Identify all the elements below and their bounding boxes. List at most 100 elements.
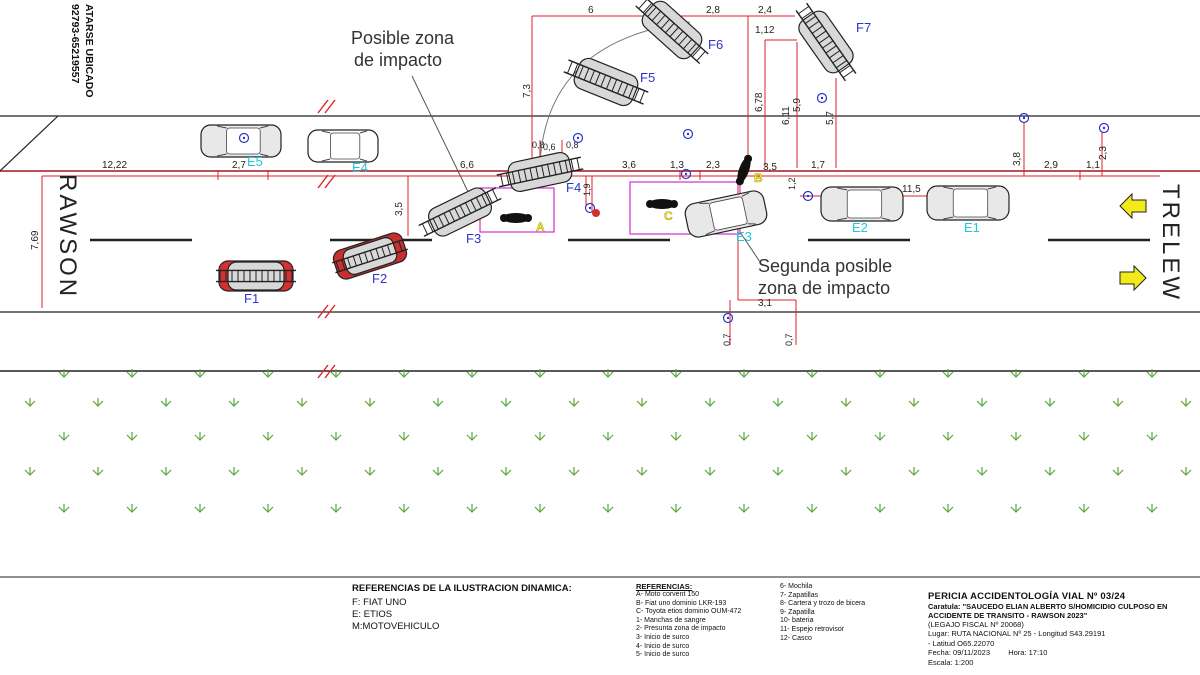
report-latitud: - Latitud O65.22070	[928, 638, 995, 648]
grass-mark	[534, 432, 546, 441]
vehicle-e1	[926, 185, 1010, 221]
impact-zone-2-line2: zona de impacto	[758, 278, 890, 298]
dim-label: 6,78	[754, 92, 765, 112]
grass-mark	[568, 467, 580, 476]
dim-label: 0,6	[543, 142, 556, 152]
grass-mark	[24, 467, 36, 476]
grass-mark	[874, 504, 886, 513]
coord-line-2: 92793-65219557	[69, 4, 81, 84]
position-labels: F1 F2 F3 F4 F5 F6 F7 E1 E2 E3 E4 E5	[244, 20, 980, 306]
arrow-right-icon	[1119, 264, 1147, 292]
title-block: PERICIA ACCIDENTOLOGÍA VIAL Nº 03/24 Car…	[928, 591, 1200, 667]
dimension-labels: 6 2,8 2,4 1,12 7,3 6,78 6,11 5,9 5,7 12,…	[30, 5, 1109, 346]
label-e4: E4	[352, 160, 368, 175]
grass-mark	[500, 467, 512, 476]
grass-mark	[772, 467, 784, 476]
grass-mark	[534, 369, 546, 378]
vehicle-e4	[307, 129, 379, 163]
vehicle-moto-c	[646, 199, 678, 209]
label-f7: F7	[856, 20, 871, 35]
grass-mark	[670, 369, 682, 378]
dim-label: 5,9	[792, 98, 803, 112]
grass-mark	[874, 369, 886, 378]
dim-label: 3,5	[394, 202, 405, 216]
dim-label: 5,7	[825, 111, 836, 125]
reference-item: 1- Manchas de sangre	[636, 616, 706, 624]
grass-mark	[262, 504, 274, 513]
grass-mark	[840, 398, 852, 407]
label-f5: F5	[640, 70, 655, 85]
label-f6: F6	[708, 37, 723, 52]
dim-label: 3,1	[758, 298, 772, 309]
dim-label: 1,3	[670, 160, 684, 171]
grass-mark	[126, 432, 138, 441]
dim-label: 1,12	[755, 25, 775, 36]
report-lugar: Lugar: RUTA NACIONAL Nº 25 - Longitud S4…	[928, 629, 1106, 639]
grass-mark	[330, 369, 342, 378]
grass-mark	[296, 398, 308, 407]
evidence-marker	[238, 132, 250, 144]
grass-mark	[466, 432, 478, 441]
evidence-marker	[584, 202, 596, 214]
grass-mark	[1044, 467, 1056, 476]
references-list-2: 6- Mochila 7- Zapatillas 8- Cartera y tr…	[780, 583, 900, 643]
grass-mark	[1180, 467, 1192, 476]
grass-mark	[364, 467, 376, 476]
evidence-marker	[682, 128, 694, 140]
grass-mark	[160, 467, 172, 476]
vehicle-moto-b	[735, 154, 753, 186]
reference-item: 2- Presunta zona de impacto	[636, 625, 726, 633]
grass-mark	[738, 369, 750, 378]
evidence-marker	[816, 92, 828, 104]
reference-item: 7- Zapatillas	[780, 591, 819, 599]
vehicle-e3	[684, 190, 768, 238]
grass-mark	[1010, 504, 1022, 513]
dim-label: 1,9	[582, 183, 592, 196]
grass-mark	[228, 398, 240, 407]
grass-mark	[58, 504, 70, 513]
grass-mark	[670, 504, 682, 513]
grass-mark	[1112, 398, 1124, 407]
evidence-markers	[238, 92, 1110, 324]
grass-mark	[364, 398, 376, 407]
grass-mark	[1010, 432, 1022, 441]
grass-mark	[1010, 369, 1022, 378]
label-e1: E1	[964, 220, 980, 235]
dim-label: 3,5	[763, 162, 777, 173]
marker-a: A	[536, 220, 545, 234]
grass-mark	[636, 467, 648, 476]
grass-mark	[330, 432, 342, 441]
grass-mark	[840, 467, 852, 476]
reference-item: C- Toyota etios dominio OUM-472	[636, 608, 742, 616]
report-fecha: Fecha: 09/11/2023	[928, 648, 990, 658]
grass-mark	[398, 504, 410, 513]
label-e3: E3	[736, 229, 752, 244]
reference-item: 5- Inicio de surco	[636, 651, 690, 659]
evidence-marker	[572, 132, 584, 144]
report-caratula: Caratula: "SAUCEDO ELIAN ALBERTO S/HOMIC…	[928, 602, 1168, 620]
grass-mark	[942, 432, 954, 441]
grass-mark	[602, 504, 614, 513]
vehicles	[200, 0, 1010, 292]
references-title: REFERENCIAS:	[636, 582, 693, 591]
grass-mark	[976, 398, 988, 407]
grass-mark	[500, 398, 512, 407]
grass-mark	[602, 369, 614, 378]
grass-mark	[942, 504, 954, 513]
vehicle-moto-a	[500, 213, 532, 223]
references-list: REFERENCIAS: A- Moto corvent 150 B- Fiat…	[636, 582, 781, 660]
dim-label: 0,8	[566, 140, 579, 150]
reference-item: 6- Mochila	[780, 583, 813, 590]
dim-label: 11,5	[902, 184, 921, 195]
grass-pattern	[24, 369, 1192, 513]
grass-mark	[908, 467, 920, 476]
label-e2: E2	[852, 220, 868, 235]
dim-label: 2,7	[232, 160, 246, 171]
reference-item: 10- bateria	[780, 617, 814, 625]
vehicle-f7	[795, 2, 857, 82]
grass-mark	[806, 432, 818, 441]
reference-item: 11- Espejo retrovisor	[780, 625, 845, 633]
impact-zone-2-line1: Segunda posible	[758, 256, 892, 276]
grass-mark	[126, 504, 138, 513]
dim-label: 2,3	[1098, 146, 1109, 160]
